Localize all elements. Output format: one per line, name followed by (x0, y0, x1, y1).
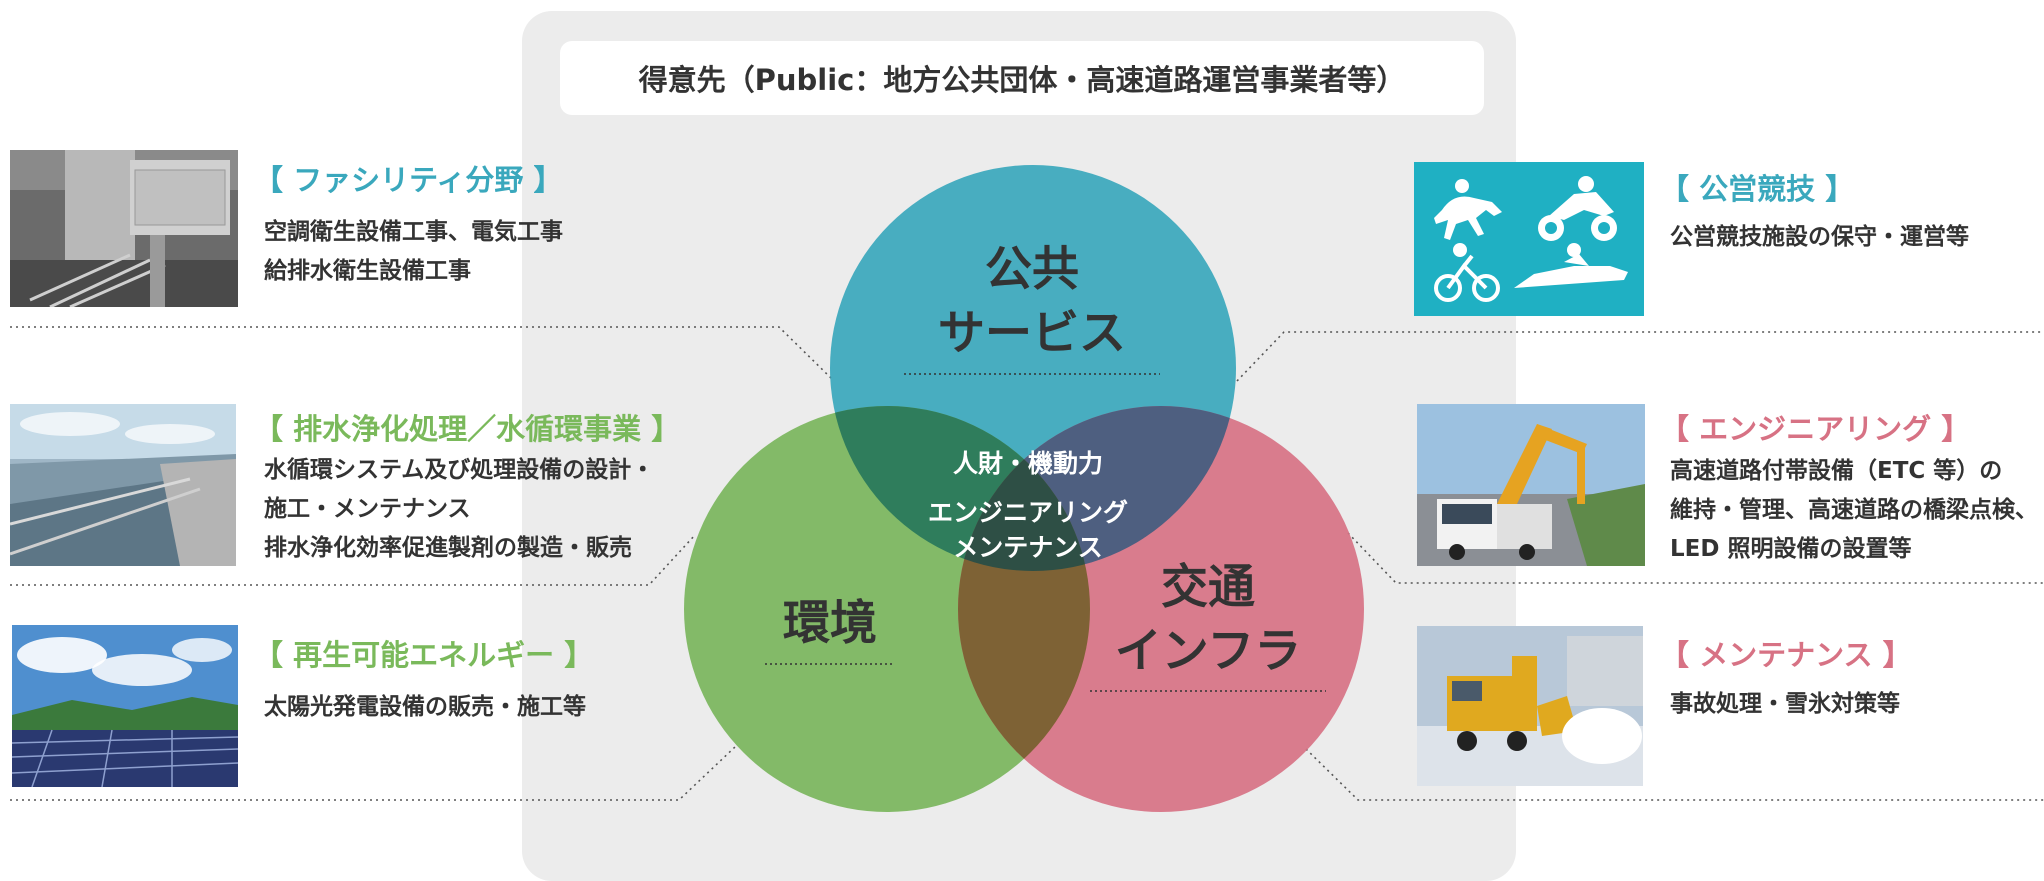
connector-sports (1236, 331, 2044, 382)
venn-label-public: 公共 サービス (938, 242, 1126, 361)
connector-maintenance (1305, 748, 2044, 801)
solar-photo (12, 625, 238, 787)
category-maintenance-title: 【 メンテナンス 】 (1660, 638, 1912, 672)
maintenance-photo (1417, 626, 1643, 786)
category-renewable-title: 【 再生可能エネルギー 】 (254, 638, 594, 672)
category-facility-title: 【 ファシリティ分野 】 (254, 163, 563, 197)
engineering-photo (1417, 404, 1645, 566)
connector-renewable (10, 745, 737, 801)
overlap-center (958, 406, 1090, 571)
category-sports-desc: 公営競技施設の保守・運営等 (1670, 224, 1969, 250)
connector-lines (10, 326, 2044, 801)
category-water-desc: 水循環システム及び処理設備の設計・ 施工・メンテナンス 排水浄化効率促進製剤の製… (264, 457, 655, 561)
water-treatment-photo (10, 404, 236, 566)
category-renewable-desc: 太陽光発電設備の販売・施工等 (264, 694, 586, 720)
connector-water (10, 534, 696, 586)
category-engineering-title: 【 エンジニアリング 】 (1660, 412, 1971, 446)
sports-icons (1434, 176, 1628, 302)
category-maintenance-desc: 事故処理・雪氷対策等 (1670, 691, 1900, 717)
category-sports-title: 【 公営競技 】 (1660, 172, 1855, 206)
public-sports-icons (1414, 162, 1644, 316)
facility-photo (10, 150, 238, 307)
connector-facility (10, 326, 833, 380)
category-facility-desc: 空調衛生設備工事、電気工事 給排水衛生設備工事 (264, 219, 563, 284)
venn-center-label: 人財・機動力 エンジニアリング メンテナンス (927, 449, 1128, 562)
venn-label-environment: 環境 (783, 596, 877, 651)
boat-racing-icon (1514, 243, 1628, 288)
category-engineering-desc: 高速道路付帯設備（ETC 等）の 維持・管理、高速道路の橋梁点検、 LED 照明… (1670, 458, 2038, 562)
venn-label-transport: 交通 インフラ (1114, 560, 1302, 679)
client-header: 得意先（Public：地方公共団体・高速道路運営事業者等） (560, 41, 1484, 115)
category-water-title: 【 排水浄化処理／水循環事業 】 (254, 412, 681, 446)
bicycle-racing-icon (1434, 254, 1500, 302)
motorcycle-racing-icon (1538, 176, 1617, 241)
horse-racing-icon (1434, 179, 1502, 240)
